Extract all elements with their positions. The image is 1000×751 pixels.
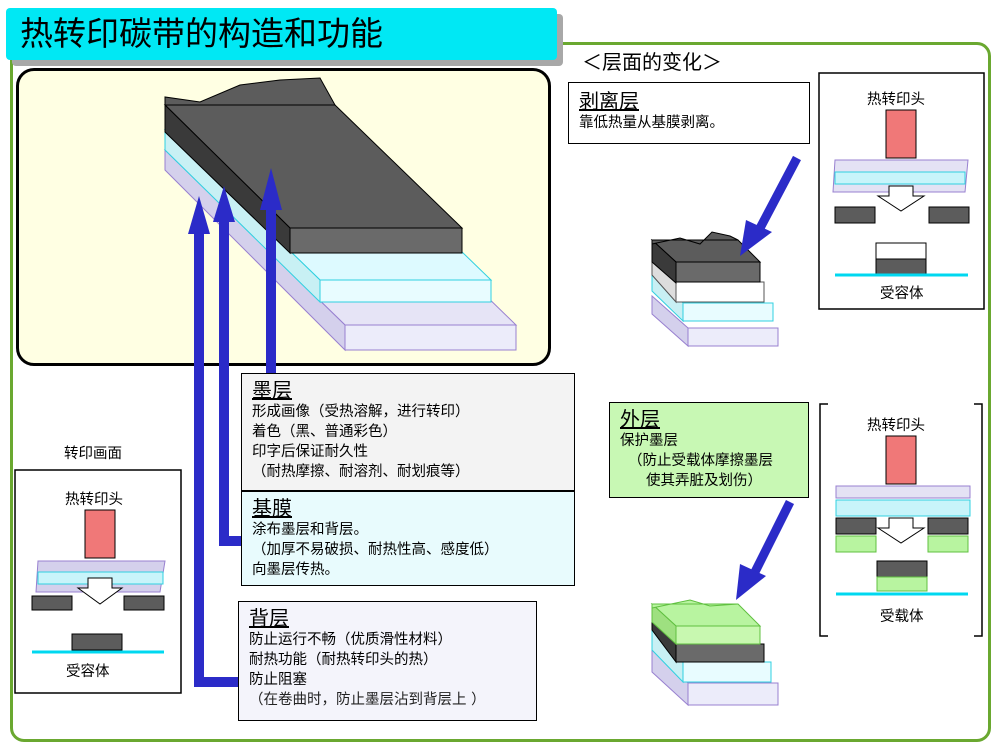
back-layer-heading: 背层 bbox=[249, 606, 289, 630]
outer-ribbon-graphic bbox=[650, 599, 779, 707]
outer-receiver-label: 受载体 bbox=[880, 609, 924, 625]
ink-layer-line: 形成画像（受热溶解，进行转印） bbox=[252, 404, 470, 420]
release-receiver-label: 受容体 bbox=[880, 286, 924, 302]
base-film-line: 向墨层传热。 bbox=[252, 562, 339, 578]
page-title: 热转印碳带的构造和功能 bbox=[20, 14, 383, 53]
base-film-line: （加厚不易破损、耐热性高、感度低） bbox=[252, 542, 499, 558]
back-layer-line: 防止阻塞 bbox=[249, 672, 307, 688]
release-head-label: 热转印头 bbox=[867, 92, 925, 108]
ink-arrow bbox=[260, 168, 282, 376]
outer-panel-brackets bbox=[819, 403, 983, 637]
ink-layer-heading: 墨层 bbox=[252, 378, 292, 402]
ribbon-ink-layer bbox=[163, 77, 464, 255]
base-film-line: 涂布墨层和背层。 bbox=[252, 522, 368, 538]
base-film-box: 基膜 涂布墨层和背层。 （加厚不易破损、耐热性高、感度低） 向墨层传热。 bbox=[241, 491, 575, 586]
back-layer-arrow bbox=[188, 196, 240, 687]
outer-head-label: 热转印头 bbox=[867, 418, 925, 434]
outer-layer-box: 外层 保护墨层 （防止受载体摩擦墨层 使其弄脏及划伤） bbox=[609, 402, 809, 498]
release-layer-box: 剥离层 靠低热量从基膜剥离。 bbox=[568, 82, 810, 144]
release-print-head bbox=[885, 109, 917, 159]
ink-layer-box: 墨层 形成画像（受热溶解，进行转印） 着色（黑、普通彩色） 印字后保证耐久性 （… bbox=[241, 373, 575, 491]
outer-layer-line: （防止受载体摩擦墨层 bbox=[628, 453, 773, 469]
back-layer-line: 耐热功能（耐热转印头的热） bbox=[249, 652, 438, 668]
release-ribbon-graphic bbox=[650, 231, 779, 348]
back-layer-box: 背层 防止运行不畅（优质滑性材料） 耐热功能（耐热转印头的热） 防止阻塞 （在卷… bbox=[238, 601, 537, 721]
ink-layer-line: （耐热摩擦、耐溶剂、耐划痕等） bbox=[252, 464, 470, 480]
outer-arrow bbox=[736, 499, 795, 600]
transfer-panel-caption: 转印画面 bbox=[64, 446, 122, 462]
back-layer-line: 防止运行不畅（优质滑性材料） bbox=[249, 632, 452, 648]
release-layer-heading: 剥离层 bbox=[579, 89, 639, 113]
outer-layer-line: 使其弄脏及划伤） bbox=[646, 473, 762, 489]
outer-layer-line: 保护墨层 bbox=[620, 433, 678, 449]
base-film-heading: 基膜 bbox=[252, 496, 292, 520]
base-film-arrow bbox=[213, 186, 241, 546]
outer-layer-heading: 外层 bbox=[620, 407, 660, 431]
title-bar bbox=[6, 8, 557, 60]
transfer-receiver-label: 受容体 bbox=[66, 664, 110, 680]
release-arrow bbox=[740, 155, 801, 256]
transfer-print-head bbox=[84, 509, 116, 559]
transfer-head-label: 热转印头 bbox=[65, 492, 123, 508]
back-layer-line: （在卷曲时，防止墨层沾到背层上 ） bbox=[249, 692, 486, 708]
release-layer-line: 靠低热量从基膜剥离。 bbox=[579, 115, 724, 131]
ink-layer-line: 印字后保证耐久性 bbox=[252, 444, 368, 460]
outer-print-head bbox=[885, 435, 917, 485]
ink-layer-line: 着色（黑、普通彩色） bbox=[252, 424, 397, 440]
section-title: ＜层面的变化＞ bbox=[582, 50, 722, 74]
